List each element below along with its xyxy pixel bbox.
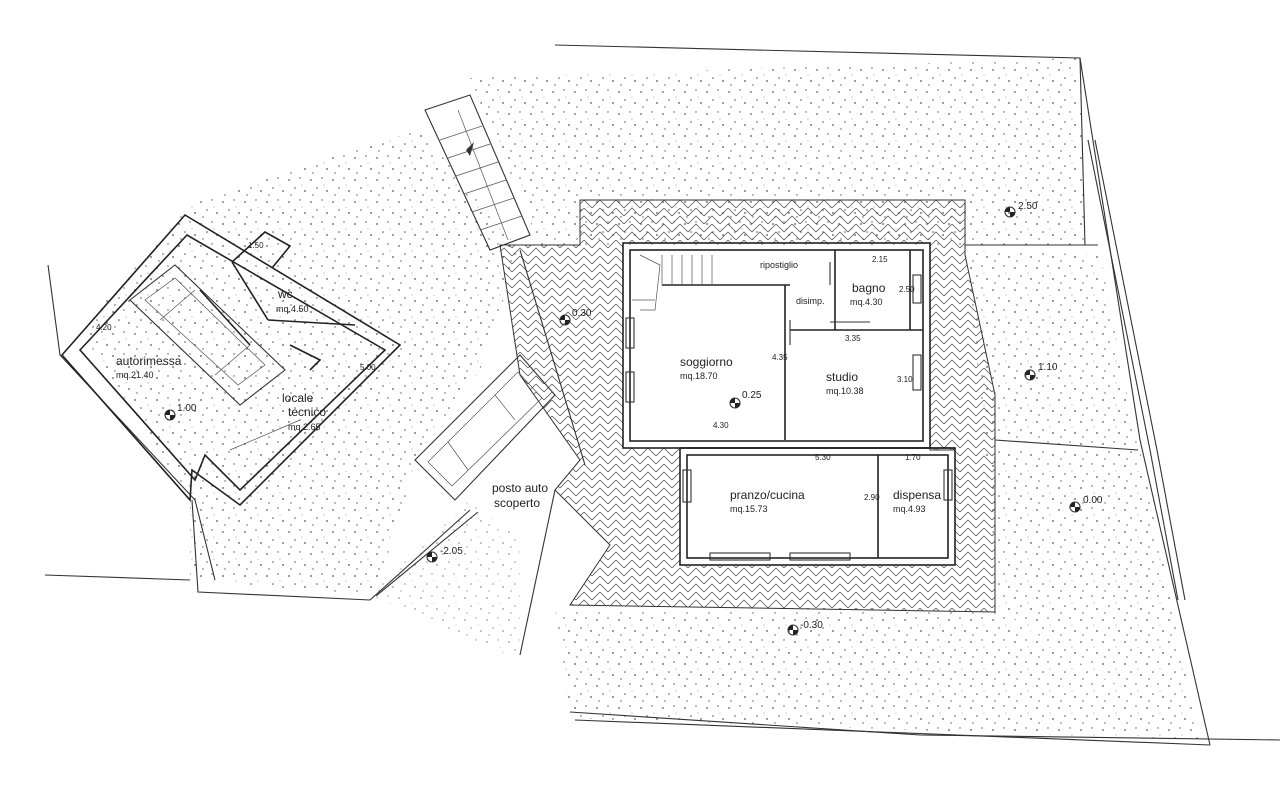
svg-text:2.50: 2.50 xyxy=(1018,201,1038,212)
svg-text:0.25: 0.25 xyxy=(742,390,762,401)
level-marker: -2.05 xyxy=(426,546,463,563)
room-disimp: disimp. xyxy=(796,296,825,306)
room-dispensa: dispensa xyxy=(893,488,941,502)
room-pranzo: pranzo/cucina xyxy=(730,488,805,502)
level-markers: 2.50 1.10 0.00 -0.30 0.25 1.00 -2.05 0. xyxy=(164,201,1103,636)
level-marker: 0.00 xyxy=(1069,495,1103,513)
room-labels: autorimessa mq.21.40 wc mq.4.50 locale t… xyxy=(116,260,941,514)
garden-area xyxy=(80,58,1200,740)
level-marker: 2.50 xyxy=(1004,201,1038,218)
svg-text:0.00: 0.00 xyxy=(1083,495,1103,506)
area-studio: mq.10.38 xyxy=(826,386,864,396)
area-wc: mq.4.50 xyxy=(276,304,309,314)
room-ripostiglio: ripostiglio xyxy=(760,260,798,270)
level-marker: -0.30 xyxy=(787,620,823,636)
dim-label: 4.35 xyxy=(772,353,788,362)
svg-text:-2.05: -2.05 xyxy=(440,546,463,557)
dim-label: 5.30 xyxy=(815,453,831,462)
room-studio: studio xyxy=(826,370,858,384)
paved-terrace xyxy=(499,199,996,613)
dim-label: 4.20 xyxy=(96,323,112,332)
level-marker: 1.00 xyxy=(164,403,197,421)
dim-label: 1.50 xyxy=(248,241,264,250)
dim-label: 2.15 xyxy=(872,255,888,264)
area-bagno: mq.4.30 xyxy=(850,297,883,307)
dim-label: 3.10 xyxy=(897,375,913,384)
svg-text:1.00: 1.00 xyxy=(177,403,197,414)
area-locale: mq.2.65 xyxy=(288,422,321,432)
site-boundary xyxy=(44,44,1280,746)
garage-building xyxy=(60,213,402,507)
dimension-labels: 2.15 2.50 3.35 4.35 3.10 4.30 5.30 1.70 … xyxy=(96,241,921,502)
area-autorimessa: mq.21.40 xyxy=(116,370,154,380)
area-soggiorno: mq.18.70 xyxy=(680,371,718,381)
parked-car xyxy=(414,354,556,501)
room-autorimessa: autorimessa xyxy=(116,354,182,368)
svg-text:-0.30: -0.30 xyxy=(800,620,823,631)
dim-label: 2.90 xyxy=(864,493,880,502)
room-soggiorno: soggiorno xyxy=(680,355,733,369)
svg-text:0.30: 0.30 xyxy=(572,308,592,319)
dim-label: 3.35 xyxy=(845,334,861,343)
house xyxy=(622,242,956,566)
dim-label: 2.50 xyxy=(899,285,915,294)
level-marker: 0.25 xyxy=(729,390,762,409)
room-wc: wc xyxy=(277,287,293,301)
level-marker: 1.10 xyxy=(1024,362,1058,381)
svg-text:1.10: 1.10 xyxy=(1038,362,1058,373)
area-pranzo: mq.15.73 xyxy=(730,504,768,514)
dim-label: 1.70 xyxy=(905,453,921,462)
stairs xyxy=(424,94,531,251)
room-bagno: bagno xyxy=(852,281,886,295)
room-tecnico: tecnico xyxy=(288,405,326,419)
dim-label: 5.00 xyxy=(360,363,376,372)
dim-label: 4.30 xyxy=(713,421,729,430)
room-locale: locale xyxy=(282,391,314,405)
area-dispensa: mq.4.93 xyxy=(893,504,926,514)
room-posto-auto: posto auto xyxy=(492,481,548,495)
room-scoperto: scoperto xyxy=(494,496,540,510)
level-marker: 0.30 xyxy=(559,308,592,326)
